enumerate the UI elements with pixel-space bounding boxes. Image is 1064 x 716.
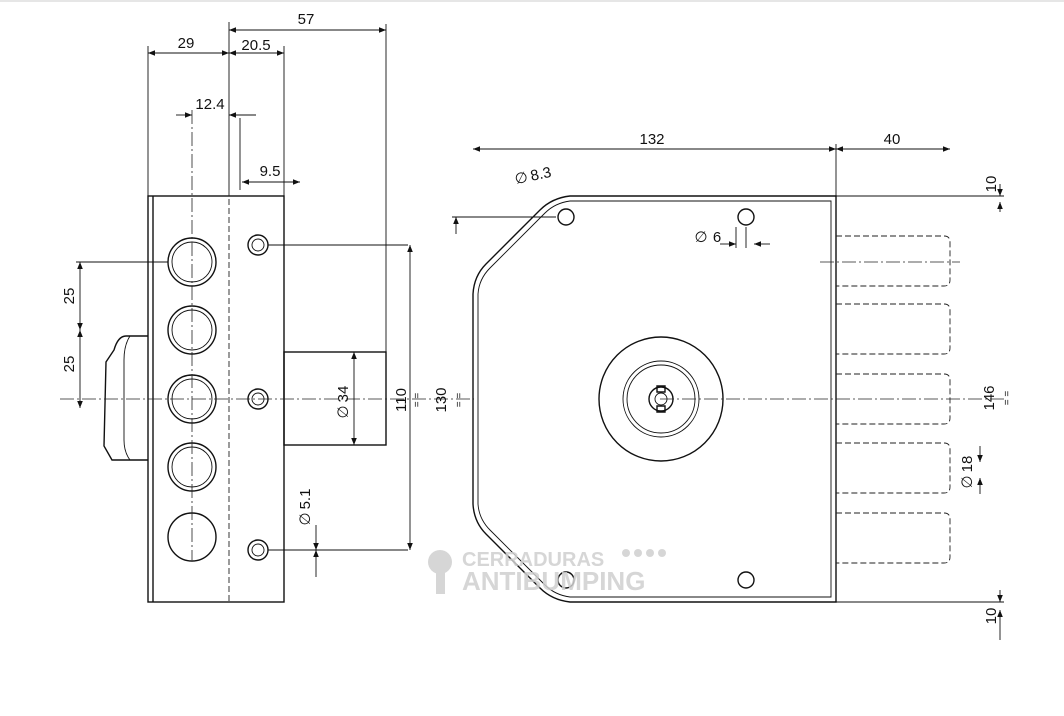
front-dimension-lines <box>453 146 1003 640</box>
dim-12-4: 12.4 <box>195 96 224 113</box>
dim-40: 40 <box>884 131 901 148</box>
dim-29: 29 <box>178 35 195 52</box>
watermark-line2: ANTIBUMPING <box>462 566 645 596</box>
dim-57: 57 <box>298 11 315 28</box>
front-bolts <box>836 235 951 564</box>
svg-text:∅: ∅ <box>694 229 707 246</box>
dim-dia-18: ∅ 18 <box>959 456 976 489</box>
svg-text:∅: ∅ <box>335 405 352 418</box>
eq-130: = = <box>454 393 465 408</box>
dim-110: 110 <box>393 388 410 412</box>
watermark-key-icon <box>428 550 452 594</box>
svg-text:∅: ∅ <box>297 512 314 525</box>
dim-132: 132 <box>639 131 664 148</box>
dim-10-top: 10 <box>983 176 1000 193</box>
svg-text:18: 18 <box>959 456 976 473</box>
dim-dia-34: ∅ 34 <box>335 386 352 419</box>
screw-holes <box>247 234 269 561</box>
svg-text:∅: ∅ <box>959 475 976 488</box>
dim-9-5: 9.5 <box>260 163 281 180</box>
svg-text:5.1: 5.1 <box>297 489 314 510</box>
front-view <box>452 144 1005 603</box>
eq-146: = = <box>1002 391 1013 406</box>
dim-dia-6: ∅ 6 <box>694 229 721 246</box>
dim-130: 130 <box>433 387 450 412</box>
watermark-dots <box>622 549 666 557</box>
dim-25-upper: 25 <box>61 288 78 305</box>
side-view <box>60 22 474 603</box>
dim-25-lower: 25 <box>61 356 78 373</box>
side-cylinder <box>283 351 387 446</box>
dim-10-bottom: 10 <box>983 608 1000 625</box>
side-knob <box>103 335 148 461</box>
dim-dia-5-1: ∅ 5.1 <box>297 489 314 526</box>
svg-text:8.3: 8.3 <box>529 164 553 185</box>
svg-text:∅: ∅ <box>513 169 529 188</box>
dim-dia-8-3: ∅ 8.3 <box>513 164 553 188</box>
front-case <box>472 195 837 603</box>
svg-text:6: 6 <box>713 229 721 246</box>
svg-text:34: 34 <box>335 386 352 403</box>
side-dimension-lines <box>77 27 413 577</box>
dim-20-5: 20.5 <box>241 37 270 54</box>
front-screw-holes <box>557 208 755 589</box>
eq-110: = = <box>412 393 423 408</box>
watermark-line1: CERRADURAS <box>462 549 604 571</box>
watermark: CERRADURAS ANTIBUMPING <box>428 549 666 596</box>
dim-146: 146 <box>981 385 998 410</box>
